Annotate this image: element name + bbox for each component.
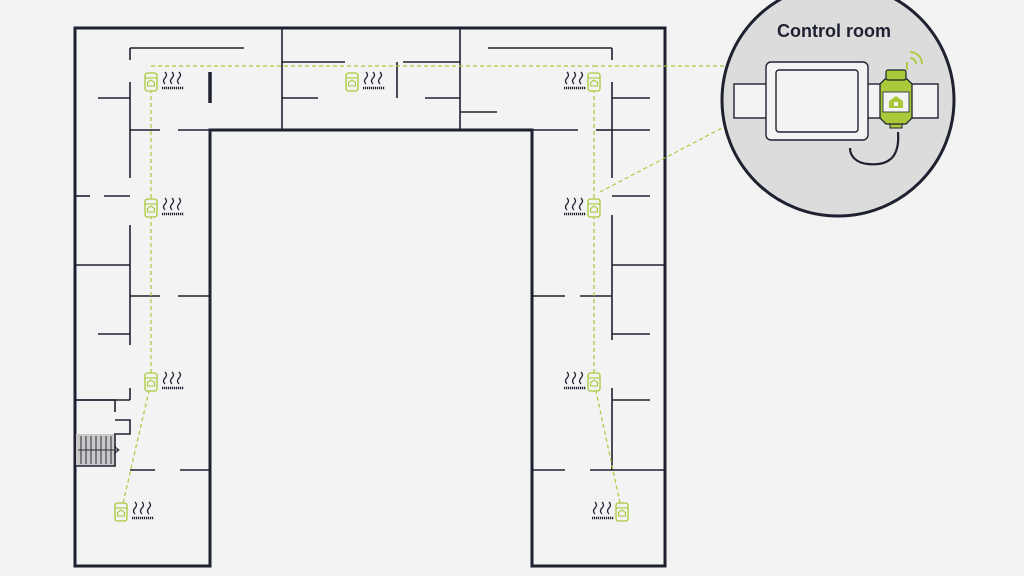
radiator-icon <box>361 70 387 90</box>
control-room-callout: Control room <box>720 0 956 218</box>
thermostat-sensor-icon <box>587 72 601 92</box>
radiator-icon <box>562 70 588 90</box>
radiator-icon <box>562 196 588 216</box>
radiator-icon <box>130 500 156 520</box>
unit-bottom-left <box>114 500 156 522</box>
radiator-icon <box>160 370 186 390</box>
radiator-icon <box>590 500 616 520</box>
control-room-title: Control room <box>777 21 891 41</box>
thermostat-sensor-icon <box>144 198 158 218</box>
wifi-signal-icon <box>906 51 923 70</box>
thermostat-sensor-icon <box>144 72 158 92</box>
unit-bottom-right <box>590 500 629 522</box>
thermostat-sensor-icon <box>114 502 128 522</box>
radiator-icon <box>160 196 186 216</box>
gateway-cable <box>848 131 900 166</box>
interior-walls <box>75 28 665 471</box>
unit-right-3 <box>562 370 601 392</box>
thermostat-sensor-icon <box>144 372 158 392</box>
unit-top-right <box>562 70 601 92</box>
unit-top-left <box>144 70 186 92</box>
gateway-icon <box>879 69 913 129</box>
unit-left-3 <box>144 370 186 392</box>
unit-right-2 <box>562 196 601 218</box>
unit-left-2 <box>144 196 186 218</box>
thermostat-sensor-icon <box>587 372 601 392</box>
radiator-icon <box>562 370 588 390</box>
wireless-links <box>120 65 724 513</box>
stairwell <box>75 399 131 467</box>
thermostat-sensor-icon <box>345 72 359 92</box>
building-outline <box>73 26 667 568</box>
radiator-icon <box>160 70 186 90</box>
unit-top-center <box>345 70 387 92</box>
thermostat-sensor-icon <box>587 198 601 218</box>
thermostat-sensor-icon <box>615 502 629 522</box>
